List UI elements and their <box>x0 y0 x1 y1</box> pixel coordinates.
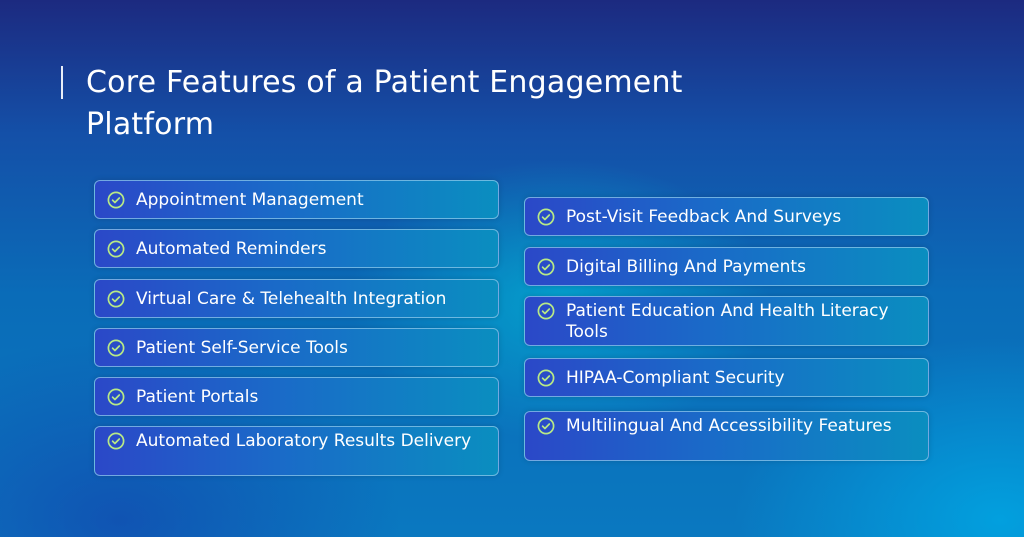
feature-label: Patient Education And Health Literacy To… <box>566 301 889 342</box>
feature-item: Multilingual And Accessibility Features <box>524 411 929 461</box>
feature-item: Patient Portals <box>94 377 499 416</box>
feature-item: Patient Self-Service Tools <box>94 328 499 367</box>
check-circle-icon <box>107 388 125 406</box>
feature-label: HIPAA-Compliant Security <box>566 368 785 388</box>
check-circle-icon <box>107 432 125 450</box>
page-title: Core Features of a Patient Engagement Pl… <box>86 65 683 142</box>
feature-label: Post-Visit Feedback And Surveys <box>566 207 842 227</box>
feature-item: Patient Education And Health Literacy To… <box>524 296 929 346</box>
check-circle-icon <box>537 369 555 387</box>
feature-item: Automated Laboratory Results Delivery <box>94 426 499 476</box>
check-circle-icon <box>107 191 125 209</box>
feature-item: Appointment Management <box>94 180 499 219</box>
feature-label: Patient Portals <box>136 387 259 407</box>
check-circle-icon <box>107 290 125 308</box>
check-circle-icon <box>537 417 555 435</box>
feature-label: Multilingual And Accessibility Features <box>566 416 892 436</box>
check-circle-icon <box>537 258 555 276</box>
check-circle-icon <box>537 302 555 320</box>
check-circle-icon <box>107 339 125 357</box>
feature-item: HIPAA-Compliant Security <box>524 358 929 397</box>
check-circle-icon <box>107 240 125 258</box>
feature-label: Digital Billing And Payments <box>566 257 806 277</box>
feature-item: Virtual Care & Telehealth Integration <box>94 279 499 318</box>
feature-label: Appointment Management <box>136 190 364 210</box>
feature-label: Automated Laboratory Results Delivery <box>136 431 472 451</box>
title-accent-bar <box>61 66 63 99</box>
feature-item: Digital Billing And Payments <box>524 247 929 286</box>
feature-label: Automated Reminders <box>136 239 327 259</box>
feature-label: Virtual Care & Telehealth Integration <box>136 289 447 309</box>
feature-label: Patient Self-Service Tools <box>136 338 348 358</box>
feature-item: Automated Reminders <box>94 229 499 268</box>
check-circle-icon <box>537 208 555 226</box>
feature-item: Post-Visit Feedback And Surveys <box>524 197 929 236</box>
